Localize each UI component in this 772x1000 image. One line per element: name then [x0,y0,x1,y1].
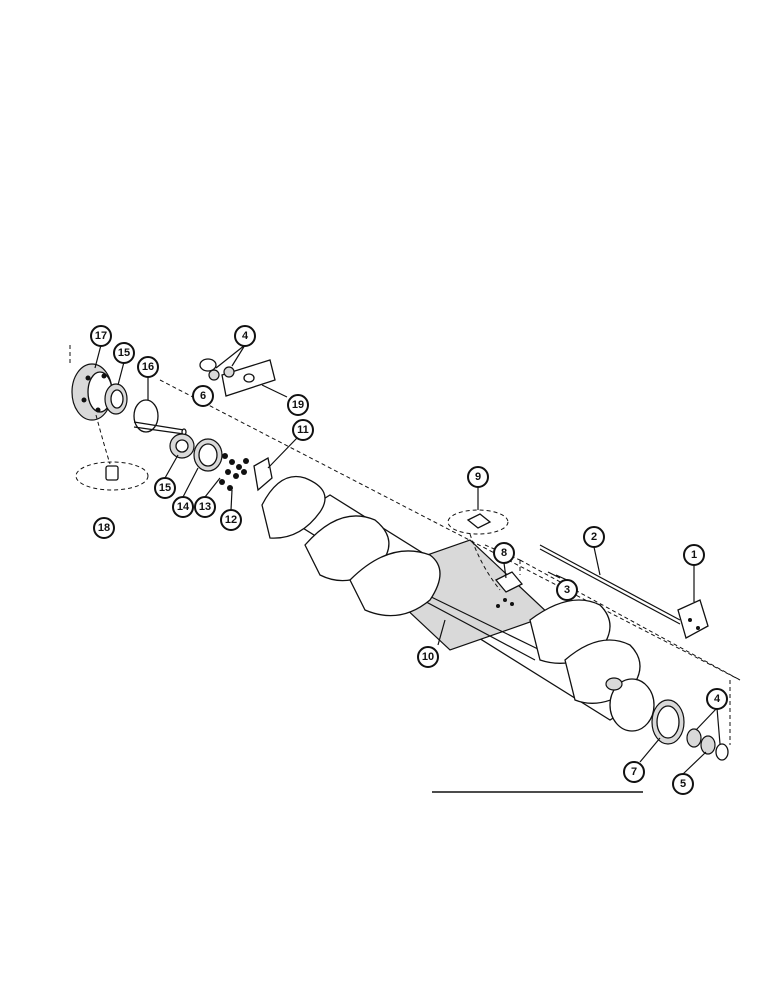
bushing-detail-part [75,414,149,491]
callout-7: 7 [623,761,645,783]
svg-text:14: 14 [177,501,190,513]
callout-8: 8 [493,542,515,564]
callout-15-lower: 15 [154,477,176,499]
callout-15-upper: 15 [113,342,135,364]
callout-5: 5 [672,773,694,795]
shaft-part [133,399,187,436]
callout-4-lower: 4 [706,688,728,710]
washer-part-upper [104,383,128,415]
leader-lines [94,344,721,775]
svg-text:15: 15 [118,347,130,359]
callout-14: 14 [172,496,194,518]
svg-text:6: 6 [200,390,206,402]
callout-6: 6 [192,385,214,407]
callout-18: 18 [93,517,115,539]
rod-assembly-part [539,544,709,639]
callout-19: 19 [287,394,309,416]
auger-tube-part [261,476,655,732]
svg-text:7: 7 [631,766,637,778]
bearing-housing-part [71,363,113,421]
svg-text:4: 4 [242,330,249,342]
svg-text:9: 9 [475,471,481,483]
callout-13: 13 [194,496,216,518]
svg-text:15: 15 [159,482,171,494]
svg-text:10: 10 [422,651,434,663]
callout-10: 10 [417,646,439,668]
callout-11: 11 [292,419,314,441]
svg-text:1: 1 [691,549,697,561]
svg-text:18: 18 [98,522,110,534]
svg-text:2: 2 [591,531,597,543]
svg-text:4: 4 [714,693,721,705]
end-fasteners-part [686,728,729,761]
svg-text:17: 17 [95,330,107,342]
svg-text:13: 13 [199,501,211,513]
flange-assembly-part [169,433,273,492]
callout-2: 2 [583,526,605,548]
callout-3: 3 [556,579,578,601]
svg-text:5: 5 [680,778,686,790]
inspection-cover-part [447,509,524,608]
end-ring-part [651,699,685,745]
callout-17: 17 [90,325,112,347]
plate-part [199,358,276,397]
callout-16: 16 [137,356,159,378]
callout-12: 12 [220,509,242,531]
svg-text:3: 3 [564,584,570,596]
svg-text:11: 11 [297,424,309,436]
svg-text:16: 16 [142,361,154,373]
svg-text:8: 8 [501,547,507,559]
callout-9: 9 [467,466,489,488]
svg-text:19: 19 [292,399,304,411]
callout-1: 1 [683,544,705,566]
callout-4-upper: 4 [234,325,256,347]
svg-text:12: 12 [225,514,237,526]
assembly-guide-lines [69,345,741,745]
